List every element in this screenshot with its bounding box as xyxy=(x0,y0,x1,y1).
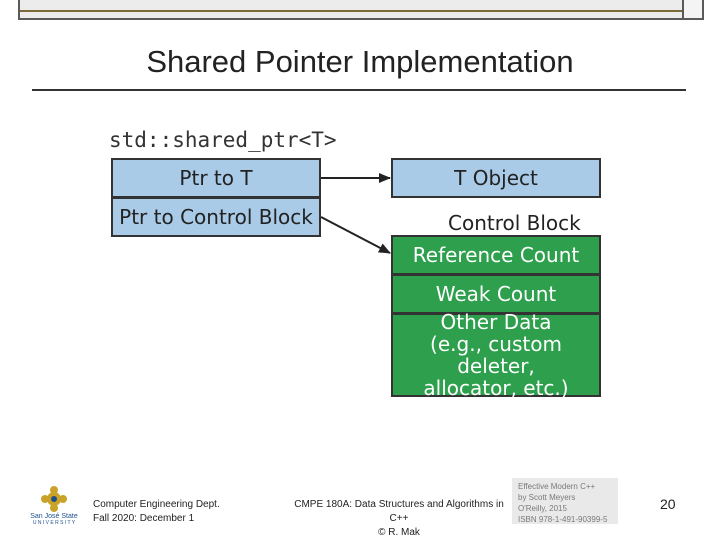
top-decorative-bar xyxy=(18,0,704,20)
book-title: Effective Modern C++ xyxy=(518,482,596,491)
page-number: 20 xyxy=(660,496,676,512)
slide-title: Shared Pointer Implementation xyxy=(146,44,574,79)
type-label: std::shared_ptr<T> xyxy=(109,128,337,152)
footer-dept: Computer Engineering Dept. xyxy=(93,499,220,510)
other-data-line2: (e.g., custom deleter, xyxy=(430,332,562,378)
other-data-line3: allocator, etc.) xyxy=(423,376,569,400)
top-bar-square xyxy=(682,0,702,18)
reference-count-label: Reference Count xyxy=(412,243,580,267)
footer-left: Computer Engineering Dept. Fall 2020: De… xyxy=(93,498,220,526)
book-publisher: O'Reilly, 2015 xyxy=(518,504,567,513)
ptr-to-t-box: Ptr to T xyxy=(111,158,321,198)
logo-text-line1: San José State xyxy=(30,513,78,520)
top-bar-line xyxy=(20,10,702,12)
control-block-label: Control Block xyxy=(448,211,581,235)
t-object-label: T Object xyxy=(454,166,538,190)
title-rule xyxy=(32,89,686,91)
other-data-box: Other Data (e.g., custom deleter, alloca… xyxy=(391,310,601,400)
reference-count-box: Reference Count xyxy=(391,235,601,275)
t-object-box: T Object xyxy=(391,158,601,198)
arrows xyxy=(320,173,391,254)
shared-ptr-diagram: std::shared_ptr<T> Ptr to T Ptr to Contr… xyxy=(100,120,620,410)
footer-date: Fall 2020: December 1 xyxy=(93,513,195,524)
footer-author: © R. Mak xyxy=(378,527,420,538)
footer-center: CMPE 180A: Data Structures and Algorithm… xyxy=(284,498,514,540)
arrow-to-control-block xyxy=(320,216,391,254)
logo-text-line2: U N I V E R S I T Y xyxy=(32,520,76,526)
ptr-to-t-label: Ptr to T xyxy=(179,166,253,190)
ptr-to-control-block-box: Ptr to Control Block xyxy=(111,197,321,237)
ptr-to-control-block-label: Ptr to Control Block xyxy=(119,205,313,229)
logo-emblem-icon xyxy=(41,486,67,512)
book-reference: Effective Modern C++ by Scott Meyers O'R… xyxy=(512,478,618,524)
other-data-line1: Other Data xyxy=(440,310,552,334)
book-author: by Scott Meyers xyxy=(518,493,576,502)
university-logo: San José State U N I V E R S I T Y xyxy=(30,486,78,528)
book-isbn: ISBN 978-1-491-90399-5 xyxy=(518,515,608,524)
footer-course: CMPE 180A: Data Structures and Algorithm… xyxy=(294,499,504,524)
weak-count-label: Weak Count xyxy=(435,282,557,306)
